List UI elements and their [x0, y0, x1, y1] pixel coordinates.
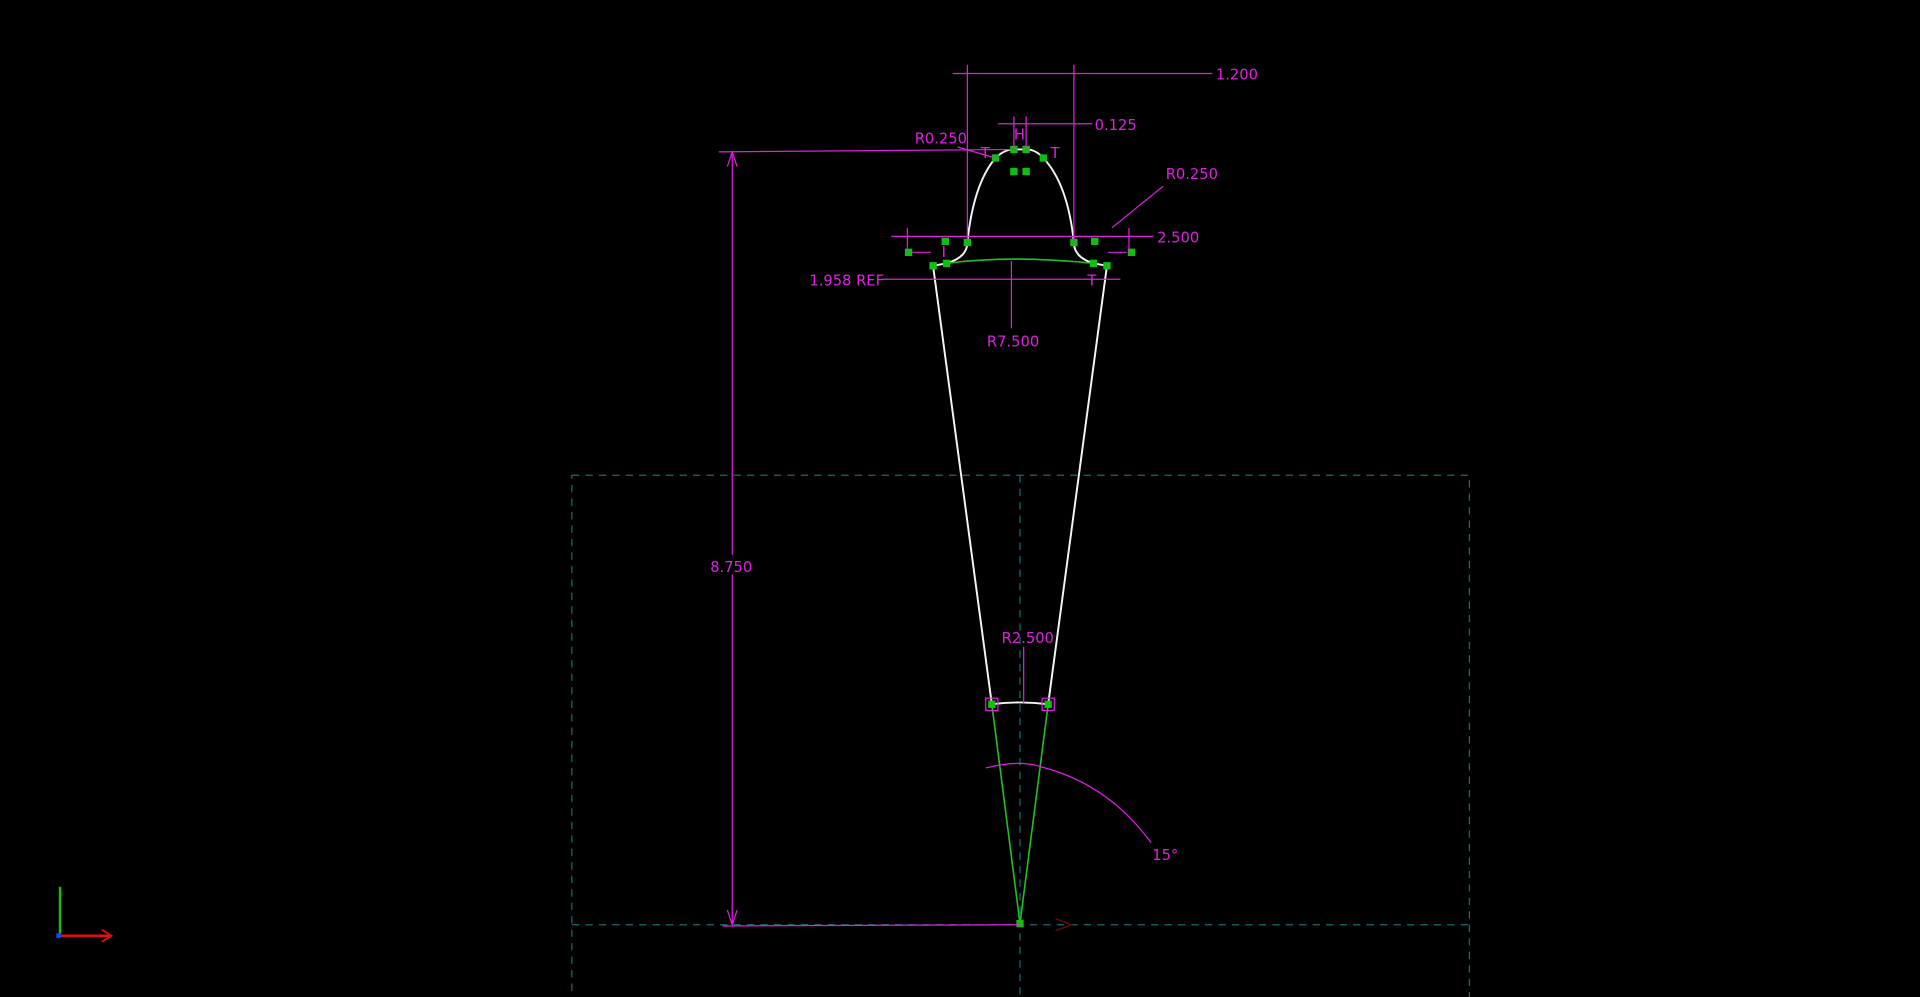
dimension-label: 1.200	[1216, 67, 1258, 84]
dimension-label: R2.500	[1002, 630, 1054, 647]
construction-arc-r7500[interactable]	[946, 258, 1094, 265]
horizontal-constraint-icon: H	[1014, 127, 1025, 144]
dimension-label: 0.125	[1095, 117, 1137, 134]
construction-line-left[interactable]	[991, 704, 1021, 924]
dimension-1200[interactable]: 1.200	[952, 64, 1258, 243]
dimension-label: 1.958 REF	[809, 272, 884, 289]
origin-direction-arrow	[1055, 918, 1074, 932]
dimension-label: 8.750	[710, 559, 752, 576]
blade-profile[interactable]	[931, 148, 1109, 706]
tangent-constraint-icon: T	[980, 145, 991, 162]
perpendicular-constraint-icon: I	[942, 244, 946, 261]
constraint-marks: T T H T I	[942, 127, 1098, 290]
tangent-constraint-icon: T	[1086, 272, 1097, 289]
dimension-shoulder-radius[interactable]: R0.250	[1111, 166, 1218, 229]
dimension-1958-ref[interactable]: 1.958 REF	[809, 272, 1121, 289]
dimension-r7500[interactable]: R7.500	[987, 260, 1039, 351]
dimension-tip-radius[interactable]: R0.250	[915, 130, 996, 159]
construction-line-right[interactable]	[1019, 704, 1049, 924]
dimension-label: 2.500	[1157, 230, 1199, 247]
dimension-label: R7.500	[987, 334, 1039, 351]
dimension-angle-15[interactable]: 15°	[985, 762, 1179, 864]
dimension-label: R0.250	[915, 130, 967, 147]
dimension-label: R0.250	[1166, 166, 1218, 183]
axis-triad-icon	[56, 886, 114, 943]
dimension-label: 15°	[1152, 847, 1178, 864]
dimension-r2500[interactable]: R2.500	[1002, 630, 1054, 704]
tangent-constraint-icon: T	[1050, 145, 1061, 162]
dimension-8750[interactable]: 8.750	[707, 148, 1021, 927]
dimension-2500[interactable]: 2.500	[891, 227, 1199, 253]
dimension-0125[interactable]: 0.125	[997, 116, 1137, 150]
